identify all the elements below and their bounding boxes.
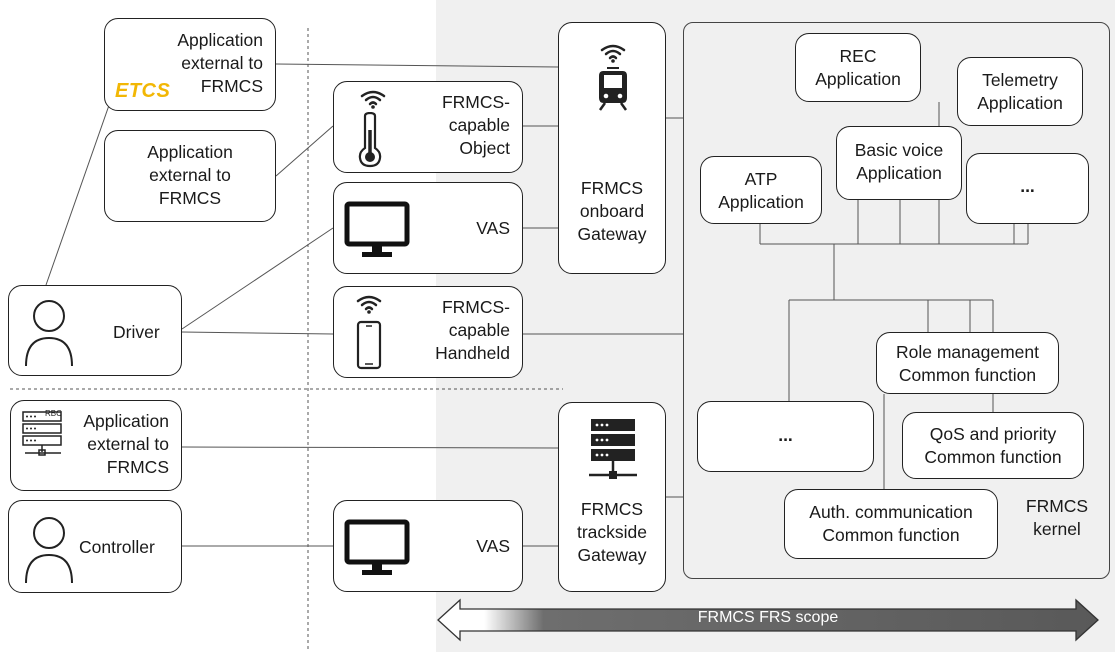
frmcs-kernel-container: [683, 22, 1110, 579]
telemetry-application-text: Telemetry Application: [977, 70, 1063, 113]
rec-application-text: REC Application: [815, 46, 901, 89]
monitor-icon: [344, 201, 410, 257]
atp-application-text: ATP Application: [718, 169, 804, 212]
vas-trackside-text: VAS: [476, 536, 510, 556]
handheld-text: FRMCS- capable Handheld: [435, 297, 510, 363]
vas-trackside-box[interactable]: VAS: [333, 500, 523, 592]
telemetry-application-box[interactable]: Telemetry Application: [957, 57, 1083, 126]
smartphone-icon: [356, 320, 382, 370]
driver-label: Driver: [113, 322, 160, 342]
qos-priority-box[interactable]: QoS and priority Common function: [902, 412, 1084, 479]
monitor-icon: [344, 519, 410, 575]
wifi-icon: [360, 90, 386, 109]
app-external-etcs-box[interactable]: Application external to FRMCS ETCS: [104, 18, 276, 111]
app-external-etcs-text: Application external to FRMCS: [177, 30, 263, 96]
app-external-text: Application external to FRMCS: [147, 142, 233, 208]
train-icon: [598, 67, 628, 111]
ellipsis-application-box[interactable]: ...: [966, 153, 1089, 224]
app-external-rbc-box[interactable]: RBC Application external to FRMCS: [10, 400, 182, 491]
app-external-box[interactable]: Application external to FRMCS: [104, 130, 276, 222]
ellipsis-function-text: ...: [778, 425, 793, 445]
basic-voice-application-box[interactable]: Basic voice Application: [836, 126, 962, 200]
atp-application-box[interactable]: ATP Application: [700, 156, 822, 224]
role-management-box[interactable]: Role management Common function: [876, 332, 1059, 394]
rec-application-box[interactable]: REC Application: [795, 33, 921, 102]
server-rack-icon: [589, 419, 637, 479]
app-external-rbc-text: Application external to FRMCS: [83, 411, 169, 477]
etcs-logo: ETCS: [115, 80, 171, 102]
role-management-text: Role management Common function: [896, 342, 1039, 385]
scope-label: FRMCS FRS scope: [697, 609, 839, 626]
ellipsis-application-text: ...: [1020, 176, 1035, 196]
auth-communication-box[interactable]: Auth. communication Common function: [784, 489, 998, 559]
auth-communication-text: Auth. communication Common function: [809, 502, 973, 545]
frmcs-capable-handheld-box[interactable]: FRMCS- capable Handheld: [333, 286, 523, 378]
onboard-gateway-text: FRMCS onboard Gateway: [577, 178, 647, 244]
trackside-gateway-text: FRMCS trackside Gateway: [576, 499, 648, 565]
basic-voice-application-text: Basic voice Application: [854, 140, 944, 183]
rbc-tag: RBC: [45, 409, 62, 418]
kernel-label: FRMCS kernel: [1025, 496, 1089, 539]
vas-onboard-box[interactable]: VAS: [333, 182, 523, 274]
onboard-gateway-box[interactable]: FRMCS onboard Gateway: [558, 22, 666, 274]
frmcs-capable-object-box[interactable]: FRMCS- capable Object: [333, 81, 523, 173]
rbc-server-icon: [22, 411, 62, 456]
thermometer-icon: [358, 112, 382, 168]
controller-box[interactable]: Controller: [8, 500, 182, 593]
ellipsis-function-box[interactable]: ...: [697, 401, 874, 472]
person-icon: [25, 300, 73, 367]
driver-box[interactable]: Driver: [8, 285, 182, 376]
qos-priority-text: QoS and priority Common function: [924, 424, 1062, 467]
trackside-gateway-box[interactable]: FRMCS trackside Gateway: [558, 402, 666, 592]
person-icon: [25, 517, 73, 584]
wifi-icon: [600, 44, 626, 63]
controller-label: Controller: [79, 537, 155, 557]
scope-double-arrow: [437, 598, 1099, 642]
vas-onboard-text: VAS: [476, 218, 510, 238]
wifi-icon: [356, 295, 382, 314]
object-text: FRMCS- capable Object: [441, 92, 510, 158]
